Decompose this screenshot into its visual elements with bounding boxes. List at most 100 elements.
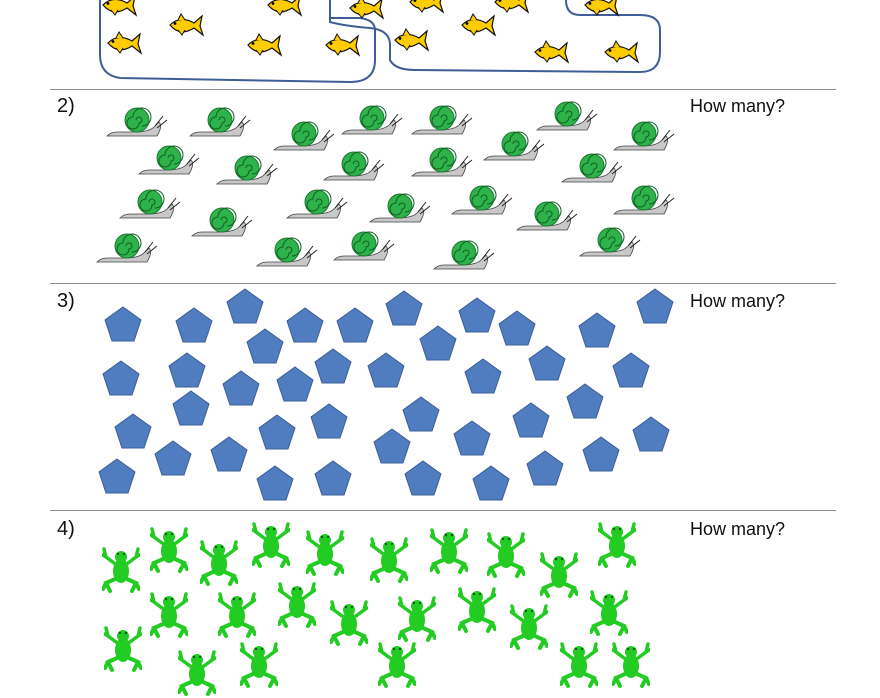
pentagon-shape bbox=[566, 383, 604, 419]
snail-icon bbox=[433, 240, 495, 270]
pentagon-shape bbox=[258, 414, 296, 450]
how-many-prompt: How many? bbox=[690, 291, 786, 311]
snail-icon bbox=[191, 207, 253, 237]
pentagon-shape bbox=[404, 460, 442, 496]
frog-icon bbox=[240, 642, 278, 688]
pentagon-shape bbox=[458, 297, 496, 333]
pentagon-shape bbox=[464, 358, 502, 394]
pentagon-shape bbox=[314, 348, 352, 384]
fish-icon bbox=[267, 0, 303, 17]
fish-icon bbox=[494, 0, 530, 14]
frog-icon bbox=[590, 590, 628, 636]
fish-icon bbox=[409, 0, 445, 14]
pentagon-shape bbox=[256, 465, 294, 501]
pentagon-shape bbox=[578, 312, 616, 348]
pentagon-shape bbox=[168, 352, 206, 388]
fish-icon bbox=[534, 40, 570, 64]
pentagon-shape bbox=[154, 440, 192, 476]
pentagon-shape bbox=[336, 307, 374, 343]
snail-icon bbox=[138, 145, 200, 175]
pentagon-shape bbox=[402, 396, 440, 432]
frog-icon bbox=[430, 528, 468, 574]
frog-icon bbox=[398, 596, 436, 642]
frog-icon bbox=[540, 552, 578, 598]
snail-icon bbox=[516, 201, 578, 231]
pentagon-shape bbox=[226, 288, 264, 324]
pentagon-shape bbox=[210, 436, 248, 472]
snail-icon bbox=[411, 147, 473, 177]
snail-icon bbox=[561, 153, 623, 183]
snail-icon bbox=[579, 227, 641, 257]
pentagon-shape bbox=[310, 403, 348, 439]
snail-icon bbox=[323, 151, 385, 181]
how-many-prompt: How many? bbox=[690, 96, 786, 116]
snail-icon bbox=[341, 105, 403, 135]
pentagon-shape bbox=[286, 307, 324, 343]
pentagon-shape bbox=[632, 416, 670, 452]
fish-icon bbox=[461, 13, 497, 37]
snail-icon bbox=[483, 131, 545, 161]
pentagon-shape bbox=[276, 366, 314, 402]
pentagon-shape bbox=[373, 428, 411, 464]
frog-icon bbox=[560, 642, 598, 688]
snail-icon bbox=[411, 105, 473, 135]
pentagon-shape bbox=[104, 306, 142, 342]
pentagon-shape bbox=[114, 413, 152, 449]
fish-icon bbox=[325, 33, 361, 57]
frog-icon bbox=[487, 532, 525, 578]
fish-icon bbox=[102, 0, 138, 17]
frog-icon bbox=[218, 592, 256, 638]
pentagon-shape bbox=[246, 328, 284, 364]
snail-icon bbox=[613, 185, 675, 215]
snail-icon bbox=[273, 121, 335, 151]
pentagon-shape bbox=[102, 360, 140, 396]
pentagon-shape bbox=[453, 420, 491, 456]
pentagon-shape bbox=[222, 370, 260, 406]
frog-icon bbox=[102, 547, 140, 593]
fish-group-area bbox=[99, 0, 661, 84]
section-divider bbox=[50, 89, 836, 90]
fish-icon bbox=[394, 28, 430, 52]
worksheet-page: 2)How many?3)How many?4)How many? bbox=[50, 0, 836, 696]
pentagon-shape bbox=[175, 307, 213, 343]
frog-icon bbox=[598, 522, 636, 568]
fish-icon bbox=[604, 40, 640, 64]
frog-icon bbox=[330, 600, 368, 646]
snail-icon bbox=[106, 107, 168, 137]
snail-icon bbox=[216, 155, 278, 185]
frog-icon bbox=[150, 527, 188, 573]
pentagon-shape bbox=[172, 390, 210, 426]
pentagon-shape bbox=[582, 436, 620, 472]
fish-group-outline bbox=[99, 0, 376, 84]
pentagon-shape bbox=[419, 325, 457, 361]
frog-icon bbox=[378, 642, 416, 688]
section-divider bbox=[50, 283, 836, 284]
frog-icon bbox=[510, 604, 548, 650]
fish-icon bbox=[107, 31, 143, 55]
section-number: 3) bbox=[57, 290, 75, 312]
snail-icon bbox=[333, 231, 395, 261]
frog-icon bbox=[104, 626, 142, 672]
frog-icon bbox=[178, 650, 216, 696]
snail-icon bbox=[119, 189, 181, 219]
how-many-prompt: How many? bbox=[690, 519, 786, 539]
pentagon-shape bbox=[367, 352, 405, 388]
frog-icon bbox=[200, 540, 238, 586]
snail-icon bbox=[286, 189, 348, 219]
pentagon-shape bbox=[612, 352, 650, 388]
fish-group-outline bbox=[329, 0, 661, 74]
pentagon-shape bbox=[98, 458, 136, 494]
pentagon-shape bbox=[528, 345, 566, 381]
pentagon-shape bbox=[472, 465, 510, 501]
section-number: 2) bbox=[57, 95, 75, 117]
snail-icon bbox=[256, 237, 318, 267]
snail-icon bbox=[189, 107, 251, 137]
frog-icon bbox=[370, 537, 408, 583]
section-divider bbox=[50, 510, 836, 511]
frog-icon bbox=[612, 642, 650, 688]
snail-icon bbox=[451, 185, 513, 215]
snail-icon bbox=[536, 101, 598, 131]
frog-icon bbox=[458, 587, 496, 633]
frog-icon bbox=[306, 530, 344, 576]
pentagon-shape bbox=[314, 460, 352, 496]
